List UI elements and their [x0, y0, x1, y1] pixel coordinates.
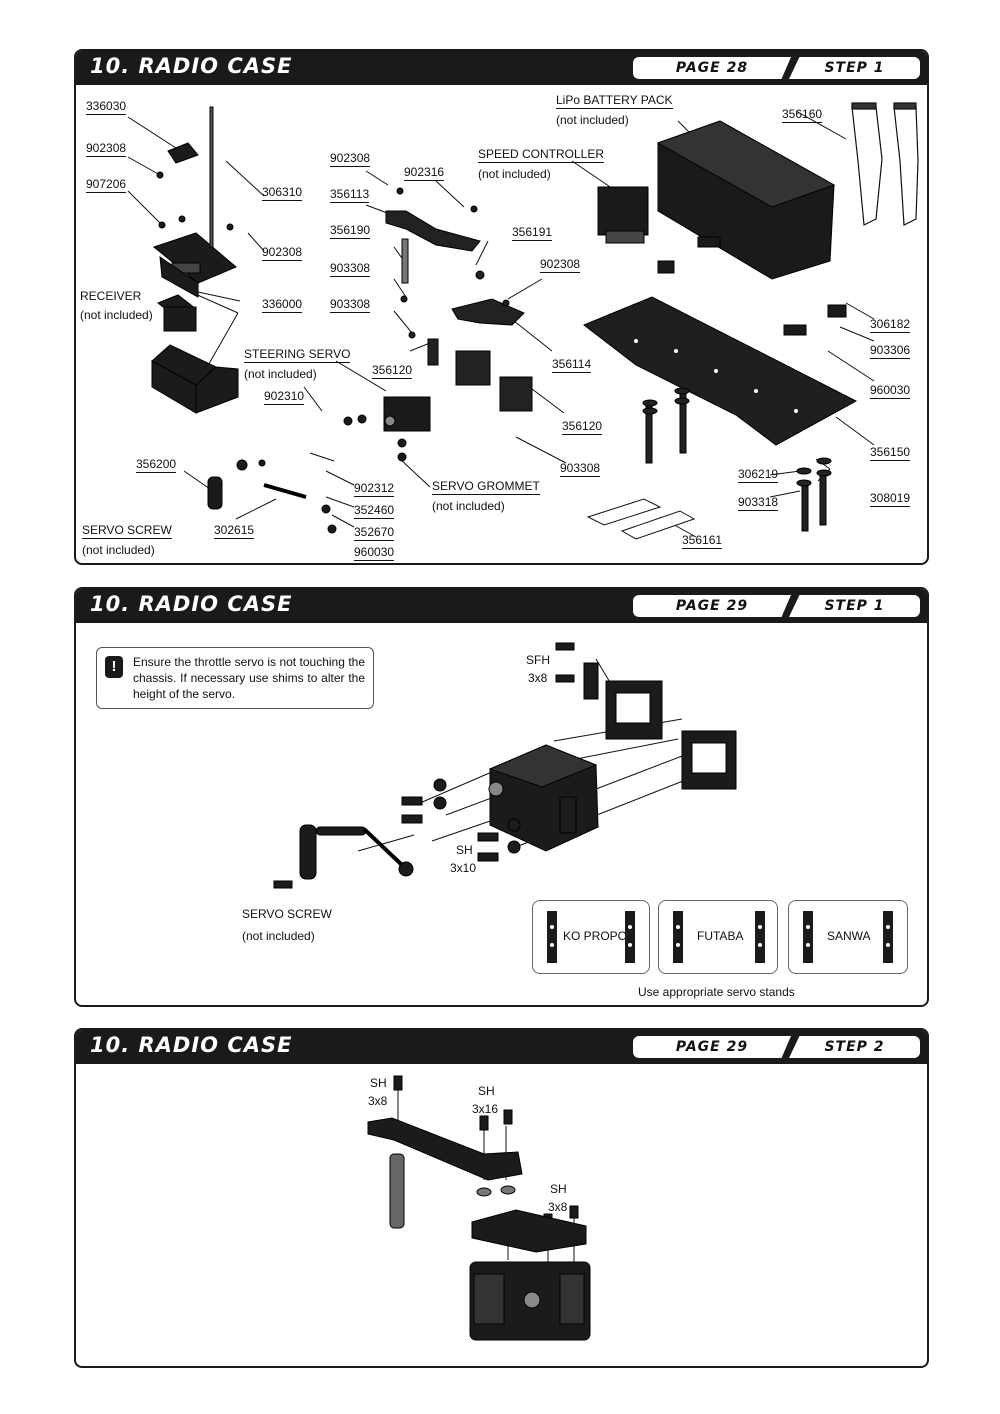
section-title: 10. RADIO CASE [90, 1033, 293, 1057]
part-label: 356161 [682, 533, 723, 549]
part-label: 352670 [354, 525, 395, 541]
panel-page28-step1: 10. RADIO CASE PAGE 28 STEP 1 [74, 49, 929, 565]
part-label: 902308 [330, 151, 371, 167]
part-label: 308019 [870, 491, 911, 507]
servo-screw-label: SERVO SCREW [242, 907, 332, 921]
stand-bar [625, 911, 635, 963]
sh-label: SH [550, 1182, 567, 1196]
speed-controller-note: (not included) [478, 167, 551, 181]
stand-label: SANWA [827, 929, 871, 943]
stand-bar [883, 911, 893, 963]
servo-stand-options: KO PROPO FUTABA SANWA [532, 900, 908, 976]
stand-label: FUTABA [697, 929, 744, 943]
part-label: 306219 [738, 467, 779, 483]
part-label: 902316 [404, 165, 445, 181]
part-label: 306182 [870, 317, 911, 333]
lipo-battery-label: LiPo BATTERY PACK [556, 93, 673, 109]
section-title: 10. RADIO CASE [90, 592, 293, 616]
section-title: 10. RADIO CASE [90, 54, 293, 78]
sh-size-label: 3x16 [472, 1102, 499, 1116]
part-label: 902308 [86, 141, 127, 157]
receiver-label: RECEIVER [80, 289, 142, 303]
page-number: PAGE 29 [633, 595, 791, 617]
stand-sanwa: SANWA [788, 900, 908, 974]
part-label: 356160 [782, 107, 823, 123]
part-label: 903308 [330, 261, 371, 277]
part-label: 356191 [512, 225, 553, 241]
part-label: 903318 [738, 495, 779, 511]
chassis-plate [583, 296, 858, 446]
steering-servo-label: STEERING SERVO [244, 347, 351, 363]
exclamation-icon: ! [105, 656, 123, 678]
step-number: STEP 2 [789, 1036, 920, 1058]
stand-bar [673, 911, 683, 963]
sfh-size-label: 3x8 [528, 671, 548, 685]
servo-screw-label: SERVO SCREW [82, 523, 172, 539]
sh-size-label: 3x8 [368, 1094, 388, 1108]
servo-grommet-note: (not included) [432, 499, 505, 513]
part-label: 903306 [870, 343, 911, 359]
part-label: 352460 [354, 503, 395, 519]
sh-label: SH [478, 1084, 495, 1098]
exploded-diagram-throttle-servo [273, 642, 737, 889]
step-number: STEP 1 [789, 595, 920, 617]
part-label: 960030 [354, 545, 395, 561]
part-label: 902308 [262, 245, 303, 261]
exploded-diagram-radio-case [127, 102, 919, 540]
step-number: STEP 1 [789, 57, 920, 79]
part-label: 356150 [870, 445, 911, 461]
warning-text: Ensure the throttle servo is not touchin… [133, 655, 365, 701]
part-label: 960030 [870, 383, 911, 399]
stand-ko-propo: KO PROPO [532, 900, 650, 974]
part-label: 336000 [262, 297, 303, 313]
panel-header: 10. RADIO CASE PAGE 28 STEP 1 [76, 51, 927, 85]
part-label: 903308 [560, 461, 601, 477]
part-label: 356113 [330, 187, 370, 203]
stand-bar [803, 911, 813, 963]
stands-caption: Use appropriate servo stands [638, 985, 795, 999]
servo-grommet-label: SERVO GROMMET [432, 479, 540, 495]
part-label: 902310 [264, 389, 305, 405]
part-label: 356120 [562, 419, 603, 435]
part-label: 306310 [262, 185, 303, 201]
stand-futaba: FUTABA [658, 900, 778, 974]
warning-note: ! Ensure the throttle servo is not touch… [96, 647, 374, 709]
part-label: 356120 [372, 363, 413, 379]
speed-controller-label: SPEED CONTROLLER [478, 147, 605, 163]
part-label: 336030 [86, 99, 127, 115]
sh-size-label: 3x10 [450, 861, 477, 875]
panel-header: 10. RADIO CASE PAGE 29 STEP 2 [76, 1030, 927, 1064]
servo-screw-note: (not included) [82, 543, 155, 557]
servo-screw-note: (not included) [242, 929, 315, 943]
part-label: 907206 [86, 177, 127, 193]
panel-page29-step1: 10. RADIO CASE PAGE 29 STEP 1 ! Ensure t… [74, 587, 929, 1007]
receiver-note: (not included) [80, 308, 153, 322]
assembly-diagram-servo-mount [367, 1075, 591, 1341]
part-label: 902312 [354, 481, 395, 497]
lipo-battery-note: (not included) [556, 113, 629, 127]
page-number: PAGE 28 [633, 57, 791, 79]
stand-label: KO PROPO [563, 929, 628, 943]
stand-bar [547, 911, 557, 963]
part-label: 903308 [330, 297, 371, 313]
part-label: 356200 [136, 457, 177, 473]
sh-size-label: 3x8 [548, 1200, 568, 1214]
page-number: PAGE 29 [633, 1036, 791, 1058]
part-label: 902308 [540, 257, 581, 273]
part-label: 356190 [330, 223, 371, 239]
panel-header: 10. RADIO CASE PAGE 29 STEP 1 [76, 589, 927, 623]
part-label: 302615 [214, 523, 255, 539]
sfh-label: SFH [526, 653, 550, 667]
sh-label: SH [456, 843, 473, 857]
stand-bar [755, 911, 765, 963]
panel-page29-step2: 10. RADIO CASE PAGE 29 STEP 2 [74, 1028, 929, 1368]
part-label: 356114 [552, 357, 592, 373]
sh-label: SH [370, 1076, 387, 1090]
steering-servo-note: (not included) [244, 367, 317, 381]
